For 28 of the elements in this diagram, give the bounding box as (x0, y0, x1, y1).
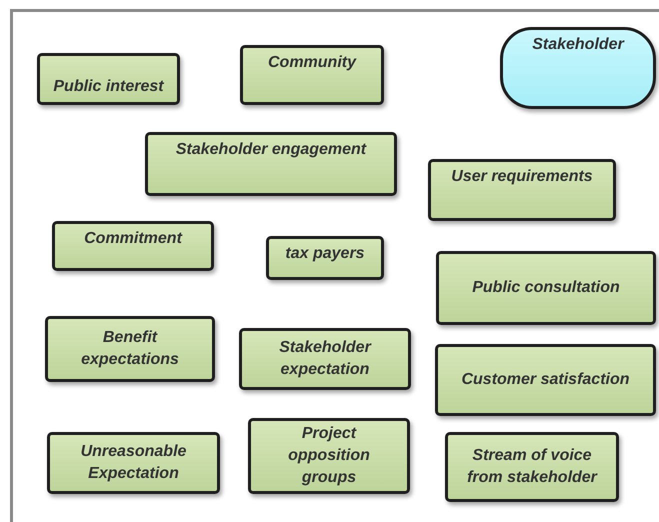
concept-box (52, 221, 214, 271)
concept-box (436, 251, 656, 325)
node-label: Benefit expectations (80, 328, 180, 370)
node-label: Stream of voice from stakeholder (466, 446, 598, 488)
node-label: Stakeholder (532, 35, 624, 55)
rounded-box (500, 27, 656, 109)
concept-box (266, 236, 384, 280)
concept-box (240, 45, 384, 105)
concept-box (45, 316, 215, 382)
concept-box (239, 328, 411, 390)
node-label: Community (268, 53, 356, 73)
node-label: Public consultation (472, 278, 620, 298)
concept-box (145, 132, 397, 196)
node-label: Stakeholder engagement (176, 140, 366, 160)
node-label: User requirements (451, 167, 593, 187)
node-label: Unreasonable Expectation (80, 442, 188, 484)
concept-box (435, 344, 656, 416)
node-label: Customer satisfaction (461, 370, 630, 390)
node-label: Stakeholder expectation (278, 338, 372, 380)
concept-box (47, 432, 220, 494)
concept-box (445, 432, 619, 502)
node-label: Public interest (53, 77, 164, 97)
node-label: Project opposition groups (287, 424, 371, 488)
concept-box (428, 159, 616, 221)
node-label: tax payers (285, 244, 365, 264)
concept-box (248, 418, 410, 494)
concept-box (37, 53, 180, 105)
node-label: Commitment (84, 229, 182, 249)
